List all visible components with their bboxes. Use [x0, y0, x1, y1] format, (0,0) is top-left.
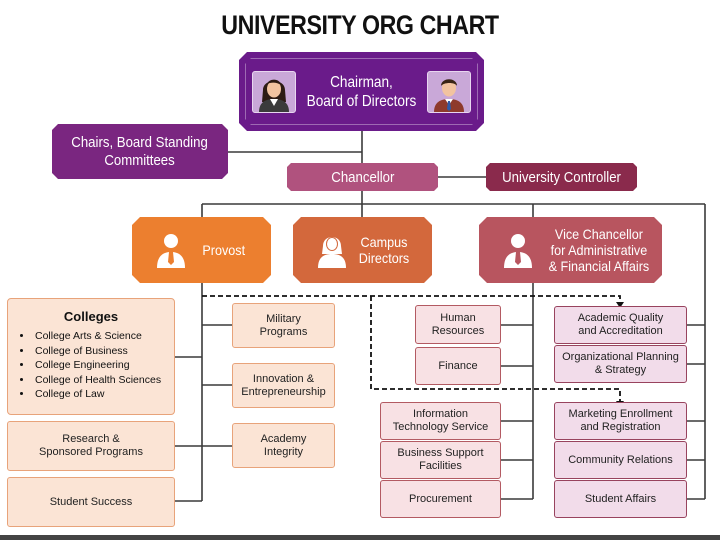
chairman-box-border — [245, 58, 478, 125]
campus-directors-label-line1: Campus — [361, 234, 408, 250]
org-planning-box: Organizational Planning & Strategy — [554, 345, 687, 383]
hr-box: Human Resources — [415, 305, 501, 344]
academic-quality-label-line2: and Accreditation — [578, 325, 663, 337]
vice-chancellor-label-line3: & Financial Affairs — [548, 258, 649, 274]
hr-label-line2: Resources — [431, 324, 485, 337]
person-female-icon — [315, 232, 349, 268]
chairman-box: Chairman, Board of Directors — [239, 52, 484, 131]
procurement-label: Procurement — [409, 492, 472, 505]
military-label-line1: Military — [266, 312, 301, 325]
chairman-label: Chairman, Board of Directors — [307, 73, 417, 111]
student-success-box: Student Success — [7, 477, 175, 527]
org-planning-label-line2: & Strategy — [594, 364, 647, 376]
provost-label: Provost — [202, 242, 245, 258]
military-label-line2: Programs — [259, 325, 308, 338]
college-item: College of Health Sciences — [33, 373, 174, 388]
research-label-line1: Research & — [62, 433, 120, 445]
business-support-label-line2: Facilities — [419, 460, 462, 472]
procurement-box: Procurement — [380, 480, 501, 518]
person-tie-icon — [501, 232, 535, 268]
committees-label-line2: Committees — [104, 151, 176, 169]
research-label-line2: Sponsored Programs — [39, 446, 143, 458]
controller-box: University Controller — [486, 163, 637, 191]
committees-label: Chairs, Board Standing Committees — [72, 134, 208, 170]
female-avatar-icon — [252, 71, 296, 113]
chairman-label-line1: Chairman, — [330, 73, 393, 91]
marketing-enrollment-label-line2: and Registration — [580, 421, 661, 433]
campus-directors-box: Campus Directors — [293, 217, 432, 283]
colleges-title: Colleges — [63, 309, 119, 324]
business-support-box: Business Support Facilities — [380, 441, 501, 479]
college-item: College of Law — [33, 387, 174, 402]
community-relations-label: Community Relations — [568, 453, 673, 466]
academy-label-line2: Integrity — [263, 445, 304, 458]
student-affairs-label: Student Affairs — [584, 492, 657, 505]
student-success-label: Student Success — [49, 495, 133, 508]
male-avatar-icon — [427, 71, 471, 113]
academy-label-line1: Academy — [260, 432, 307, 445]
chart-title: UNIVERSITY ORG CHART — [221, 10, 499, 40]
hr-label-line1: Human — [440, 311, 476, 324]
chairman-label-line2: Board of Directors — [306, 92, 417, 110]
academic-quality-label-line1: Academic Quality — [577, 312, 664, 324]
chancellor-label: Chancellor — [330, 168, 395, 186]
campus-directors-label-line2: Directors — [359, 250, 410, 266]
person-tie-icon — [154, 232, 188, 268]
military-box: Military Programs — [232, 303, 335, 348]
committees-box: Chairs, Board Standing Committees — [52, 124, 228, 179]
vice-chancellor-box: Vice Chancellor for Administrative & Fin… — [479, 217, 662, 283]
innovation-box: Innovation & Entrepreneurship — [232, 363, 335, 408]
vice-chancellor-label: Vice Chancellor for Administrative & Fin… — [548, 226, 649, 274]
innovation-label-line2: Entrepreneurship — [241, 385, 326, 398]
academy-box: Academy Integrity — [232, 423, 335, 468]
it-label-line2: Technology Service — [392, 421, 489, 433]
it-label-line1: Information — [412, 408, 468, 420]
vice-chancellor-label-line2: for Administrative — [550, 242, 647, 258]
campus-directors-label: Campus Directors — [359, 234, 409, 266]
chancellor-box: Chancellor — [287, 163, 438, 191]
marketing-enrollment-box: Marketing Enrollment and Registration — [554, 402, 687, 440]
org-planning-label-line1: Organizational Planning — [562, 351, 679, 363]
provost-box: Provost — [132, 217, 271, 283]
it-box: Information Technology Service — [380, 402, 501, 440]
community-relations-box: Community Relations — [554, 441, 687, 479]
colleges-box: Colleges College Arts & Science College … — [7, 298, 175, 415]
student-affairs-box: Student Affairs — [554, 480, 687, 518]
bottom-bar — [0, 535, 720, 540]
college-item: College Arts & Science — [33, 329, 174, 344]
colleges-list: College Arts & Science College of Busine… — [8, 329, 174, 402]
college-item: College Engineering — [33, 358, 174, 373]
finance-label: Finance — [438, 359, 478, 372]
innovation-label-line1: Innovation & — [252, 372, 315, 385]
marketing-enrollment-label-line1: Marketing Enrollment — [568, 408, 673, 420]
business-support-label-line1: Business Support — [397, 447, 484, 459]
research-box: Research & Sponsored Programs — [7, 421, 175, 471]
finance-box: Finance — [415, 347, 501, 385]
college-item: College of Business — [33, 344, 174, 359]
committees-label-line1: Chairs, Board Standing — [71, 133, 209, 151]
controller-label: University Controller — [502, 168, 621, 186]
vice-chancellor-label-line1: Vice Chancellor — [554, 226, 643, 242]
academic-quality-box: Academic Quality and Accreditation — [554, 306, 687, 344]
